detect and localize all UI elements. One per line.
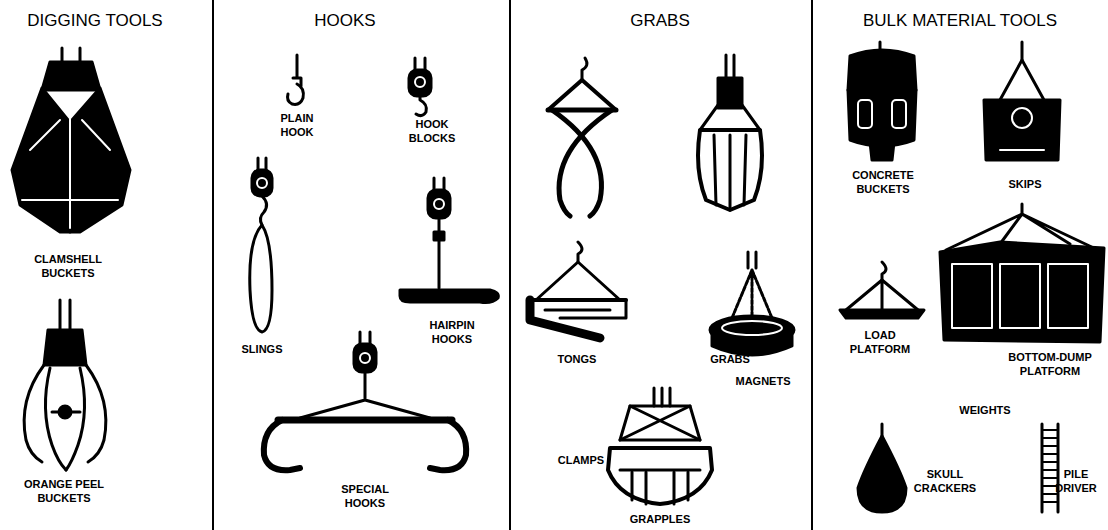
tool-label: BOTTOM-DUMP PLATFORM <box>1000 350 1100 378</box>
tool-label: TONGS <box>558 352 597 366</box>
tool-label: PILE DRIVER <box>1055 467 1097 495</box>
tool-label: CLAMSHELL BUCKETS <box>34 252 102 280</box>
tool-label: SLINGS <box>242 342 283 356</box>
hairpin-hook <box>400 178 498 303</box>
tool-label: WEIGHTS <box>959 403 1010 417</box>
grab <box>698 55 762 210</box>
pile-driver <box>1042 424 1058 512</box>
orange-peel-bucket <box>24 300 106 470</box>
tool-label: PLAIN HOOK <box>281 111 314 139</box>
column-heading: BULK MATERIAL TOOLS <box>863 11 1057 31</box>
column-heading: HOOKS <box>314 11 375 31</box>
tool-label: CLAMPS <box>558 453 604 467</box>
load-platform <box>840 262 924 318</box>
skip <box>984 42 1060 160</box>
tool-label: MAGNETS <box>736 374 791 388</box>
special-hook <box>264 332 466 470</box>
magnet <box>710 252 794 355</box>
hook-block <box>409 58 431 116</box>
tongs <box>548 58 616 216</box>
tool-label: CONCRETE BUCKETS <box>852 168 914 196</box>
tool-label: GRAPPLES <box>630 512 691 526</box>
tool-label: HOOK BLOCKS <box>409 117 455 145</box>
column-heading: GRABS <box>630 11 690 31</box>
plain-hook <box>288 55 304 104</box>
skull-cracker <box>858 424 906 512</box>
tool-label: SKIPS <box>1008 177 1041 191</box>
tool-label: ORANGE PEEL BUCKETS <box>16 477 112 505</box>
column-heading: DIGGING TOOLS <box>27 11 162 31</box>
tool-label: SKULL CRACKERS <box>914 467 976 495</box>
tool-label: SPECIAL HOOKS <box>341 482 388 510</box>
tool-label: GRABS <box>710 352 750 366</box>
bottom-dump-platform <box>940 204 1104 342</box>
sling <box>250 158 272 332</box>
clamshell-bucket <box>12 48 130 232</box>
column-divider <box>213 0 812 530</box>
clamp <box>530 242 626 338</box>
tool-label: HAIRPIN HOOKS <box>429 318 474 346</box>
tool-label: LOAD PLATFORM <box>850 328 910 356</box>
concrete-bucket <box>848 42 916 160</box>
grapple <box>608 388 712 504</box>
